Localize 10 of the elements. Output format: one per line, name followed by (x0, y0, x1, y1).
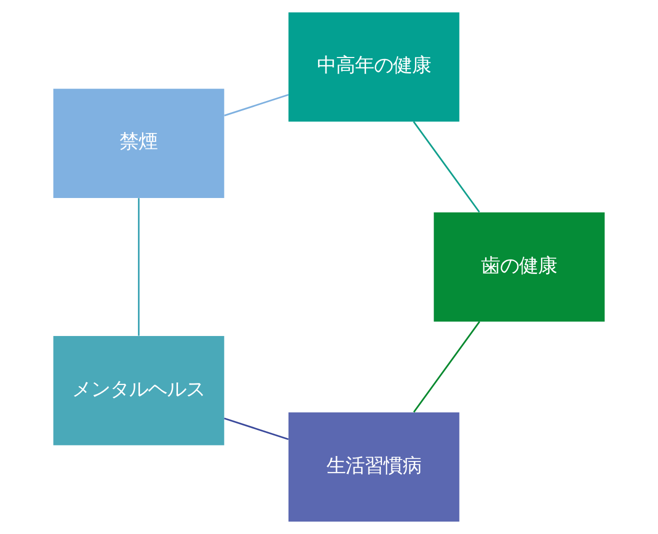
node-box: 中高年の健康 (288, 12, 460, 122)
connector (138, 198, 140, 336)
node-box: 歯の健康 (434, 212, 605, 322)
connector (224, 418, 289, 440)
node-box: 生活習慣病 (288, 412, 460, 522)
connector (412, 121, 480, 213)
node-box: メンタルヘルス (53, 336, 224, 446)
connector (413, 321, 480, 413)
node-box: 禁煙 (53, 88, 224, 198)
connector (224, 94, 289, 116)
